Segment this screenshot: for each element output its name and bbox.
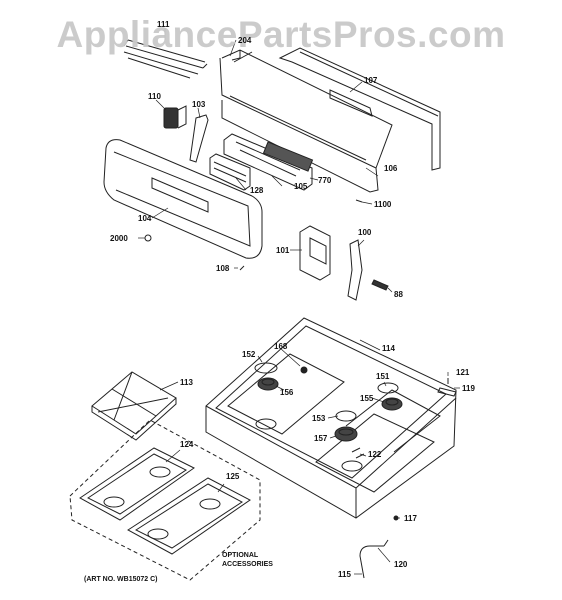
callout-114: 114 (382, 344, 395, 353)
burner-157 (334, 426, 358, 442)
callout-168: 168 (274, 342, 288, 351)
optional-note-line2: ACCESSORIES (222, 561, 273, 568)
callout-1100: 1100 (374, 200, 392, 209)
callout-119: 119 (462, 384, 475, 393)
part-128-board (209, 153, 251, 191)
callout-770: 770 (318, 176, 332, 185)
callout-156: 156 (280, 388, 294, 397)
callout-122: 122 (368, 450, 382, 459)
part-115-tube (359, 539, 389, 579)
burner-rear-left (255, 418, 277, 430)
callout-108: 108 (216, 264, 230, 273)
callout-157: 157 (314, 434, 328, 443)
callout-104: 104 (138, 214, 152, 223)
optional-note-line1: OPTIONAL (222, 552, 259, 559)
callout-100: 100 (358, 228, 372, 237)
part-125-drip-pan (127, 477, 251, 555)
callout-103: 103 (192, 100, 206, 109)
burner-front-right (341, 460, 363, 472)
callout-121: 121 (456, 368, 470, 377)
part-168 (300, 366, 308, 374)
callout-110: 110 (148, 92, 161, 101)
part-110 (163, 105, 187, 129)
burner-155 (381, 397, 403, 411)
part-107-trim (278, 47, 441, 171)
callout-106: 106 (384, 164, 398, 173)
callout-117: 117 (404, 514, 417, 523)
cap-152 (254, 362, 278, 374)
part-105-board (223, 133, 314, 191)
burner-156 (257, 377, 279, 391)
callout-152: 152 (242, 350, 256, 359)
callout-105: 105 (294, 182, 308, 191)
part-117 (393, 515, 399, 521)
callout-111: 111 (157, 20, 170, 29)
cap-151 (377, 382, 399, 394)
part-108 (239, 265, 245, 271)
callout-125: 125 (226, 472, 240, 481)
callout-115: 115 (338, 570, 351, 579)
callout-128: 128 (250, 186, 264, 195)
part-101-bracket (299, 225, 331, 281)
callout-107: 107 (364, 76, 378, 85)
part-88 (371, 279, 389, 291)
part-100-bracket (347, 239, 363, 301)
callout-124: 124 (180, 440, 194, 449)
callout-88: 88 (394, 290, 403, 299)
part-124-drip-pan (79, 447, 195, 521)
part-113-grate (91, 371, 177, 441)
part-119 (437, 387, 457, 397)
callout-2000: 2000 (110, 234, 128, 243)
part-114-cooktop (205, 317, 457, 519)
part-122 (351, 447, 365, 459)
callout-101: 101 (276, 246, 290, 255)
optional-accessories-outline (69, 419, 261, 581)
callout-113: 113 (180, 378, 193, 387)
art-number: (ART NO. WB15072 C) (84, 576, 158, 583)
callout-151: 151 (376, 372, 390, 381)
callout-155: 155 (360, 394, 374, 403)
part-104-panel (103, 139, 263, 259)
part-2000-screw (144, 234, 152, 242)
part-103-bracket (189, 114, 209, 163)
part-1100 (355, 199, 363, 203)
callout-120: 120 (394, 560, 408, 569)
cap-153 (335, 410, 357, 422)
watermark: AppliancePartsPros.com (56, 14, 506, 55)
leader-lines (138, 28, 460, 575)
callout-153: 153 (312, 414, 326, 423)
callout-204: 204 (238, 36, 252, 45)
part-111-wires (123, 39, 208, 79)
